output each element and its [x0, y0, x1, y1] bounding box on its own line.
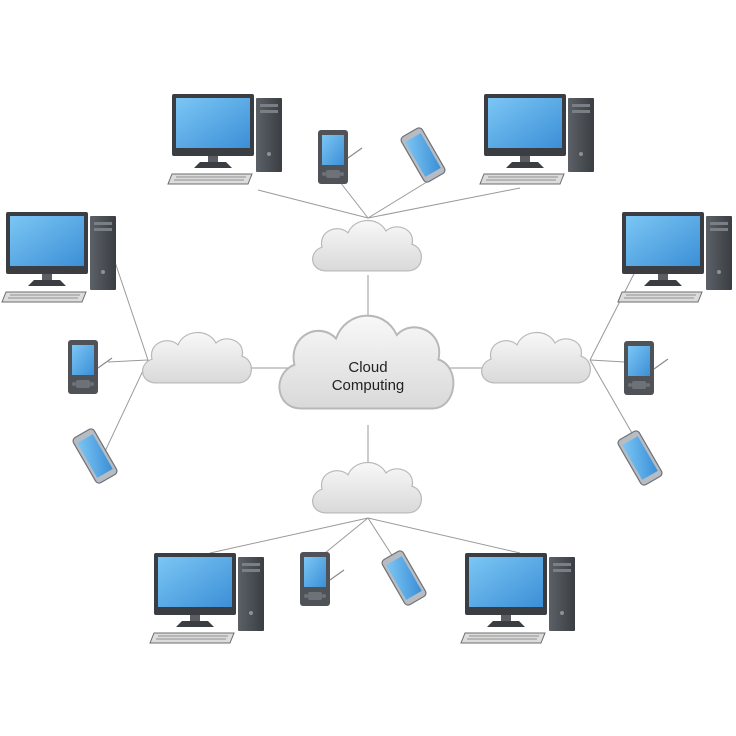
- connector-lines: [99, 179, 641, 561]
- cloud-right: [481, 331, 591, 384]
- top-left-desktop-computer: [167, 93, 283, 185]
- left-pda: [67, 339, 113, 395]
- bottom-right-desktop-computer: [460, 552, 576, 644]
- center-cloud-label-line2: Computing: [332, 377, 405, 394]
- bottom-smartphone: [380, 548, 428, 608]
- top-smartphone: [399, 125, 447, 185]
- right-smartphone: [616, 428, 664, 488]
- cloud-left: [142, 331, 252, 384]
- cloud-center: Cloud Computing: [278, 314, 455, 410]
- center-cloud-label-line1: Cloud: [348, 359, 387, 376]
- cloud-bottom: [312, 461, 422, 514]
- right-pda: [623, 340, 669, 396]
- left-smartphone: [71, 426, 119, 486]
- left-desktop-computer: [1, 211, 117, 303]
- top-right-desktop-computer: [479, 93, 595, 185]
- cloud-top: [312, 219, 422, 272]
- bottom-left-desktop-computer: [149, 552, 265, 644]
- top-pda: [317, 129, 363, 185]
- bottom-pda: [299, 551, 345, 607]
- right-desktop-computer: [617, 211, 733, 303]
